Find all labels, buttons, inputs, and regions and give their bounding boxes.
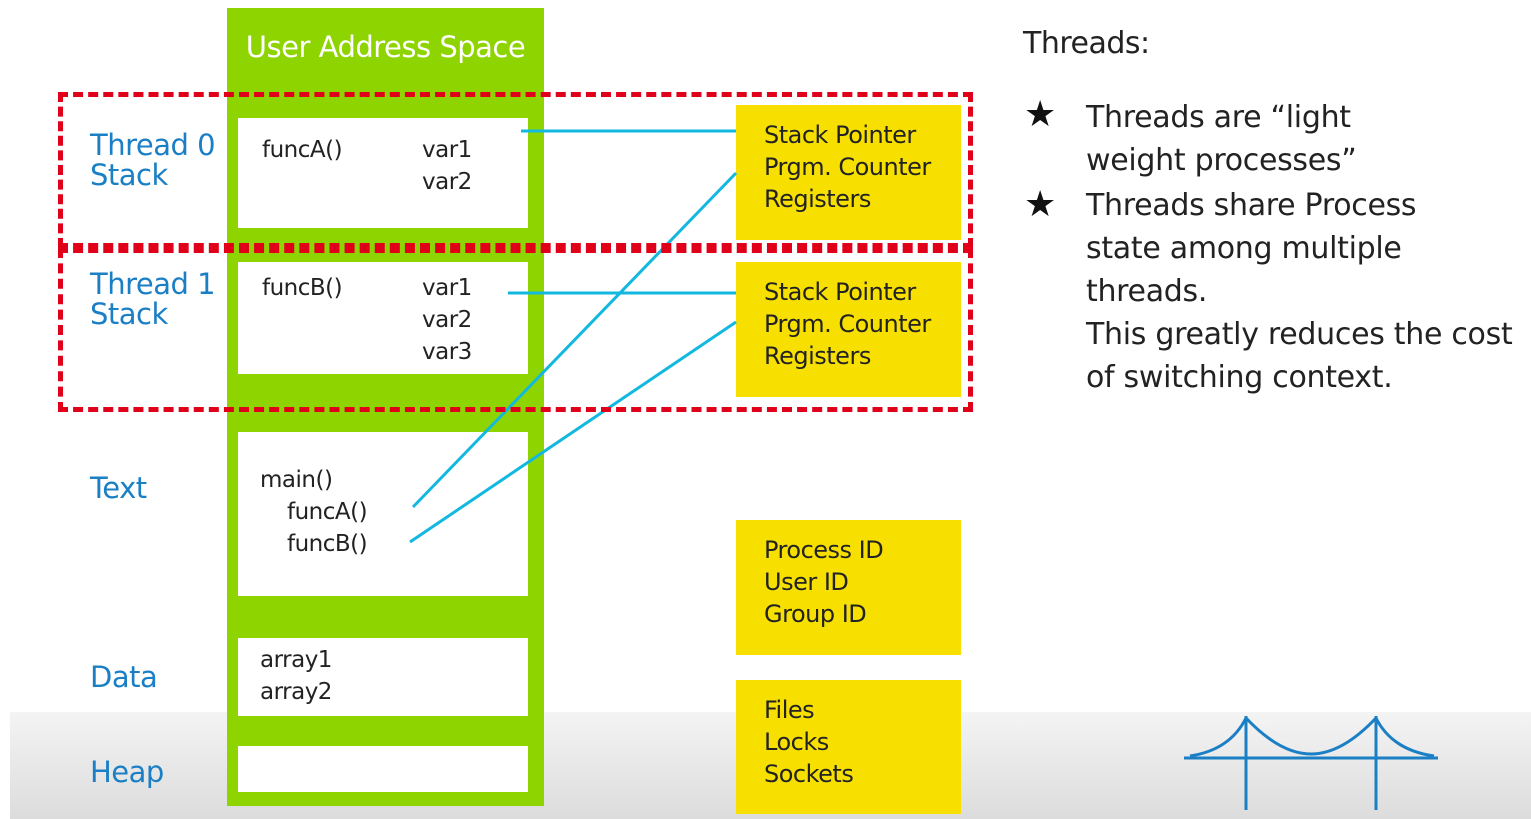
star-icon: ★ [1024, 184, 1057, 225]
column-title: User Address Space [245, 30, 526, 64]
data-array2: array2 [260, 679, 332, 705]
thread0-region [58, 92, 973, 248]
funcB-connector [409, 320, 737, 544]
thread0-stack-label: Thread 0 Stack [90, 128, 216, 192]
data-segment-box [238, 638, 528, 716]
data-segment-label: Data [90, 660, 158, 694]
text-funcA: funcA() [287, 499, 368, 525]
text-main: main() [260, 467, 333, 493]
process-ids-box: Process ID User ID Group ID [736, 520, 961, 655]
bridge-icon [1184, 716, 1438, 810]
bullet-1: Threads are “light weight processes” [1086, 100, 1357, 178]
text-funcB: funcB() [287, 531, 368, 557]
heap-segment-box [238, 746, 528, 792]
thread0-stack-box [238, 118, 528, 228]
funcA-connector [411, 171, 738, 509]
thread1-state-box: Stack Pointer Prgm. Counter Registers [736, 262, 961, 397]
bullet-2: Threads share Process state among multip… [1086, 188, 1513, 395]
thread0-state-box: Stack Pointer Prgm. Counter Registers [736, 105, 961, 240]
thread0-var1: var1 [422, 137, 472, 163]
thread1-var2: var2 [422, 307, 472, 333]
text-segment-box [238, 432, 528, 596]
thread1-stack-box [238, 262, 528, 374]
text-segment-label: Text [90, 471, 147, 505]
heap-segment-label: Heap [90, 755, 164, 789]
threads-heading: Threads: [1023, 26, 1150, 61]
resources-box: Files Locks Sockets [736, 680, 961, 814]
thread0-var2: var2 [422, 169, 472, 195]
thread1-var3: var3 [422, 339, 472, 365]
thread1-func: funcB() [262, 275, 343, 301]
thread1-region [58, 248, 973, 412]
thread1-stack-label: Thread 1 Stack [90, 267, 216, 331]
star-icon: ★ [1024, 94, 1057, 135]
thread0-func: funcA() [262, 137, 343, 163]
data-array1: array1 [260, 647, 332, 673]
thread1-var1: var1 [422, 275, 472, 301]
